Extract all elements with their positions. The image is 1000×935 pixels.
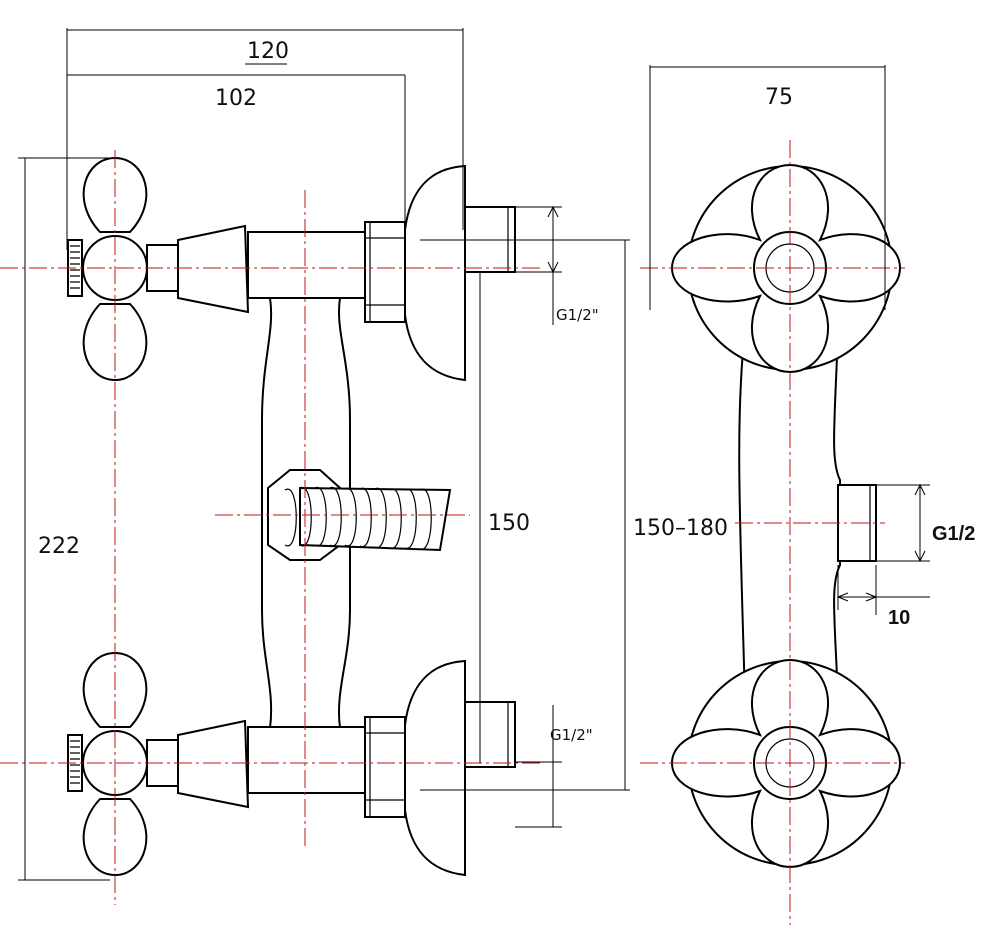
hose-outlet (267, 469, 452, 561)
dim-102-label: 102 (215, 86, 257, 111)
front-centerlines (0, 150, 540, 905)
front-view: 120 102 222 150 G1/2" G1/2" (0, 28, 630, 905)
dim-150-180-lines (420, 239, 630, 791)
dim-75-label: 75 (765, 85, 793, 110)
side-view: 75 150–180 G1/2 10 (633, 65, 975, 925)
thread-bottom-dim (515, 705, 562, 828)
dim-102-lines (67, 74, 406, 232)
thread-top-label: G1/2" (556, 306, 599, 324)
thread-bottom-label: G1/2" (550, 726, 593, 744)
dim-150-label: 150 (488, 511, 530, 536)
dim-222-lines (18, 157, 110, 881)
dim-120-label: 120 (247, 39, 289, 64)
thread-top-dim (515, 205, 562, 325)
dim-10-label: 10 (888, 607, 910, 629)
thread-outlet-dim (876, 483, 930, 563)
dim-222-label: 222 (38, 534, 80, 559)
side-body (738, 329, 841, 701)
side-centerlines (640, 140, 905, 925)
dim-120-lines (66, 28, 464, 250)
dim-10-lines (836, 565, 930, 615)
dim-150-180-label: 150–180 (633, 516, 728, 541)
dim-75-lines (649, 65, 886, 310)
thread-outlet-label: G1/2 (932, 523, 975, 545)
